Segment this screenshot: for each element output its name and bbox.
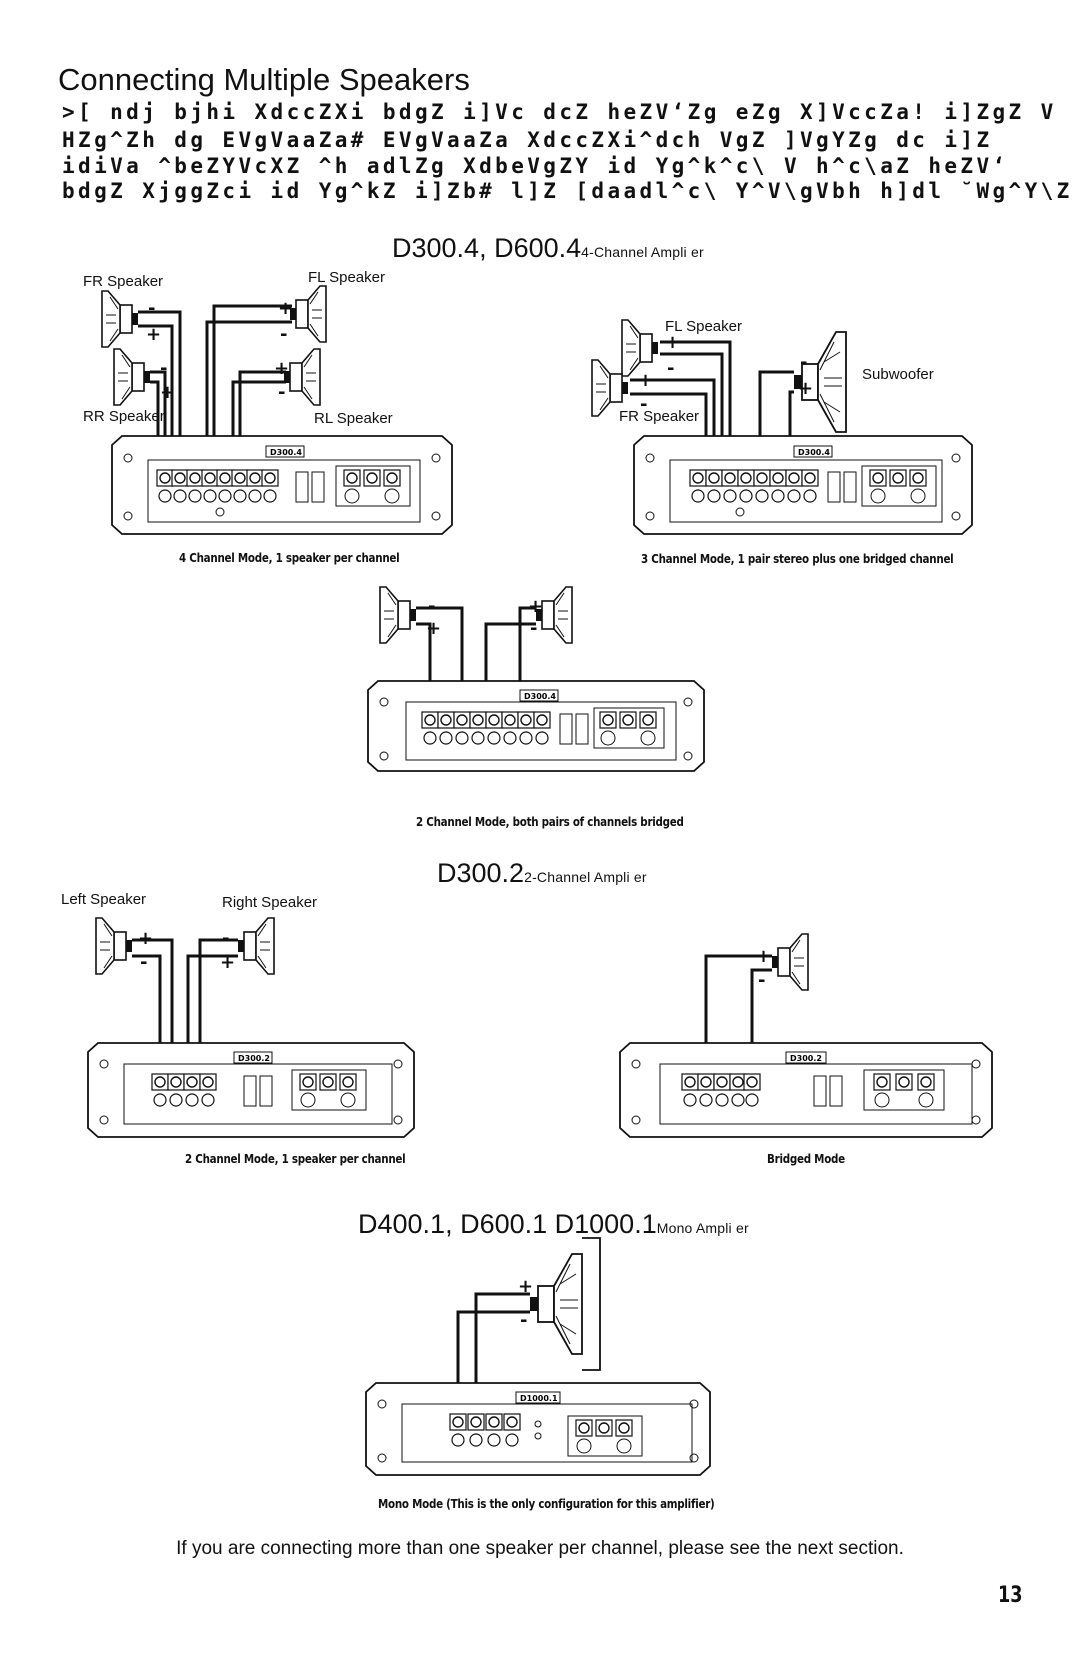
caption-mono-mode: Mono Mode (This is the only configuratio… xyxy=(378,1497,715,1511)
svg-text:+: + xyxy=(160,382,175,403)
section-models-2ch: D300.2 xyxy=(437,858,525,888)
page-title: Connecting Multiple Speakers xyxy=(58,62,470,97)
intro-text-line-1: >[ ndj bjhi XdccZXi bdgZ i]Vc dcZ heZV‘Z… xyxy=(62,100,1057,124)
label-subwoofer: Subwoofer xyxy=(862,366,934,383)
section-type-2ch: 2-Channel Ampli er xyxy=(524,869,647,885)
svg-text:-: - xyxy=(530,618,537,639)
svg-text:+: + xyxy=(798,378,813,399)
svg-text:-: - xyxy=(160,358,167,379)
caption-3ch-mode: 3 Channel Mode, 1 pair stereo plus one b… xyxy=(641,552,954,566)
amp-badge-d2: D300.4 xyxy=(798,448,830,457)
section-heading-2ch: D300.22-Channel Ampli er xyxy=(437,858,647,889)
svg-text:-: - xyxy=(520,1310,527,1331)
svg-text:-: - xyxy=(278,382,285,403)
label-fr-speaker-2: FR Speaker xyxy=(619,408,700,425)
section-heading-4ch: D300.4, D600.44-Channel Ampli er xyxy=(392,233,704,264)
label-right-speaker: Right Speaker xyxy=(222,894,318,911)
svg-text:+: + xyxy=(665,332,680,353)
svg-text:-: - xyxy=(667,358,674,379)
caption-2ch-bridged: 2 Channel Mode, both pairs of channels b… xyxy=(416,815,684,829)
section-type-4ch: 4-Channel Ampli er xyxy=(581,244,704,260)
svg-text:-: - xyxy=(428,596,435,617)
caption-2ch-mode: 2 Channel Mode, 1 speaker per channel xyxy=(185,1152,406,1166)
amp-badge-d1: D300.4 xyxy=(270,448,302,457)
diagram-2ch-bridged: -+ +- D300.4 xyxy=(367,586,705,772)
diagram-bridged-mode: + - D300.2 xyxy=(619,933,993,1138)
svg-text:+: + xyxy=(146,324,161,345)
amp-badge-d5: D300.2 xyxy=(790,1054,822,1063)
diagram-mono-mode: + - D1000.1 xyxy=(365,1237,711,1476)
svg-text:+: + xyxy=(274,358,289,379)
svg-text:+: + xyxy=(638,370,653,391)
svg-text:-: - xyxy=(222,928,229,949)
amp-badge-d3: D300.4 xyxy=(524,692,556,701)
diagram-3ch-mode: +- +- -+ D300.4 xyxy=(592,320,973,535)
label-rr-speaker: RR Speaker xyxy=(83,408,165,425)
label-fl-speaker-2: FL Speaker xyxy=(665,318,742,335)
svg-text:+: + xyxy=(220,952,235,973)
svg-text:-: - xyxy=(280,324,287,345)
intro-text-line-4: bdgZ XjggZci id Yg^kZ i]Zb# l]Z [daadl^c… xyxy=(62,179,1072,203)
svg-text:+: + xyxy=(518,1276,533,1297)
amp-badge-d6: D1000.1 xyxy=(520,1394,558,1403)
svg-text:+: + xyxy=(138,928,153,949)
amp-badge-d4: D300.2 xyxy=(238,1054,270,1063)
section-models-mono: D400.1, D600.1 D1000.1 xyxy=(358,1209,657,1239)
caption-4ch-mode: 4 Channel Mode, 1 speaker per channel xyxy=(179,551,400,565)
label-left-speaker: Left Speaker xyxy=(61,891,147,908)
page-number: 13 xyxy=(998,1583,1023,1608)
diagram-4ch-mode: - + + - - + + - D300.4 xyxy=(102,285,453,535)
svg-text:+: + xyxy=(528,596,543,617)
svg-text:+: + xyxy=(756,946,771,967)
diagram-2ch-mode: + - - + D300.2 xyxy=(87,917,415,1138)
label-fr-speaker: FR Speaker xyxy=(83,273,164,290)
intro-text-line-2: HZg^Zh dg EVgVaaZa# EVgVaaZa XdccZXi^dch… xyxy=(62,128,993,152)
bottom-note: If you are connecting more than one spea… xyxy=(176,1538,904,1559)
label-rl-speaker: RL Speaker xyxy=(314,410,393,427)
svg-text:+: + xyxy=(278,298,293,319)
section-heading-mono: D400.1, D600.1 D1000.1Mono Ampli er xyxy=(358,1209,749,1240)
svg-text:-: - xyxy=(640,394,647,415)
svg-text:-: - xyxy=(140,952,147,973)
section-models-4ch: D300.4, D600.4 xyxy=(392,233,582,263)
caption-bridged-mode: Bridged Mode xyxy=(767,1152,845,1166)
intro-text-line-3: idiVa ^beZYVcXZ ^h adlZg XdbeVgZY id Yg^… xyxy=(62,154,1009,178)
section-type-mono: Mono Ampli er xyxy=(656,1220,749,1236)
svg-text:-: - xyxy=(758,970,765,991)
svg-text:-: - xyxy=(800,352,807,373)
svg-text:+: + xyxy=(426,618,441,639)
label-fl-speaker: FL Speaker xyxy=(308,269,385,286)
svg-text:-: - xyxy=(148,298,155,319)
